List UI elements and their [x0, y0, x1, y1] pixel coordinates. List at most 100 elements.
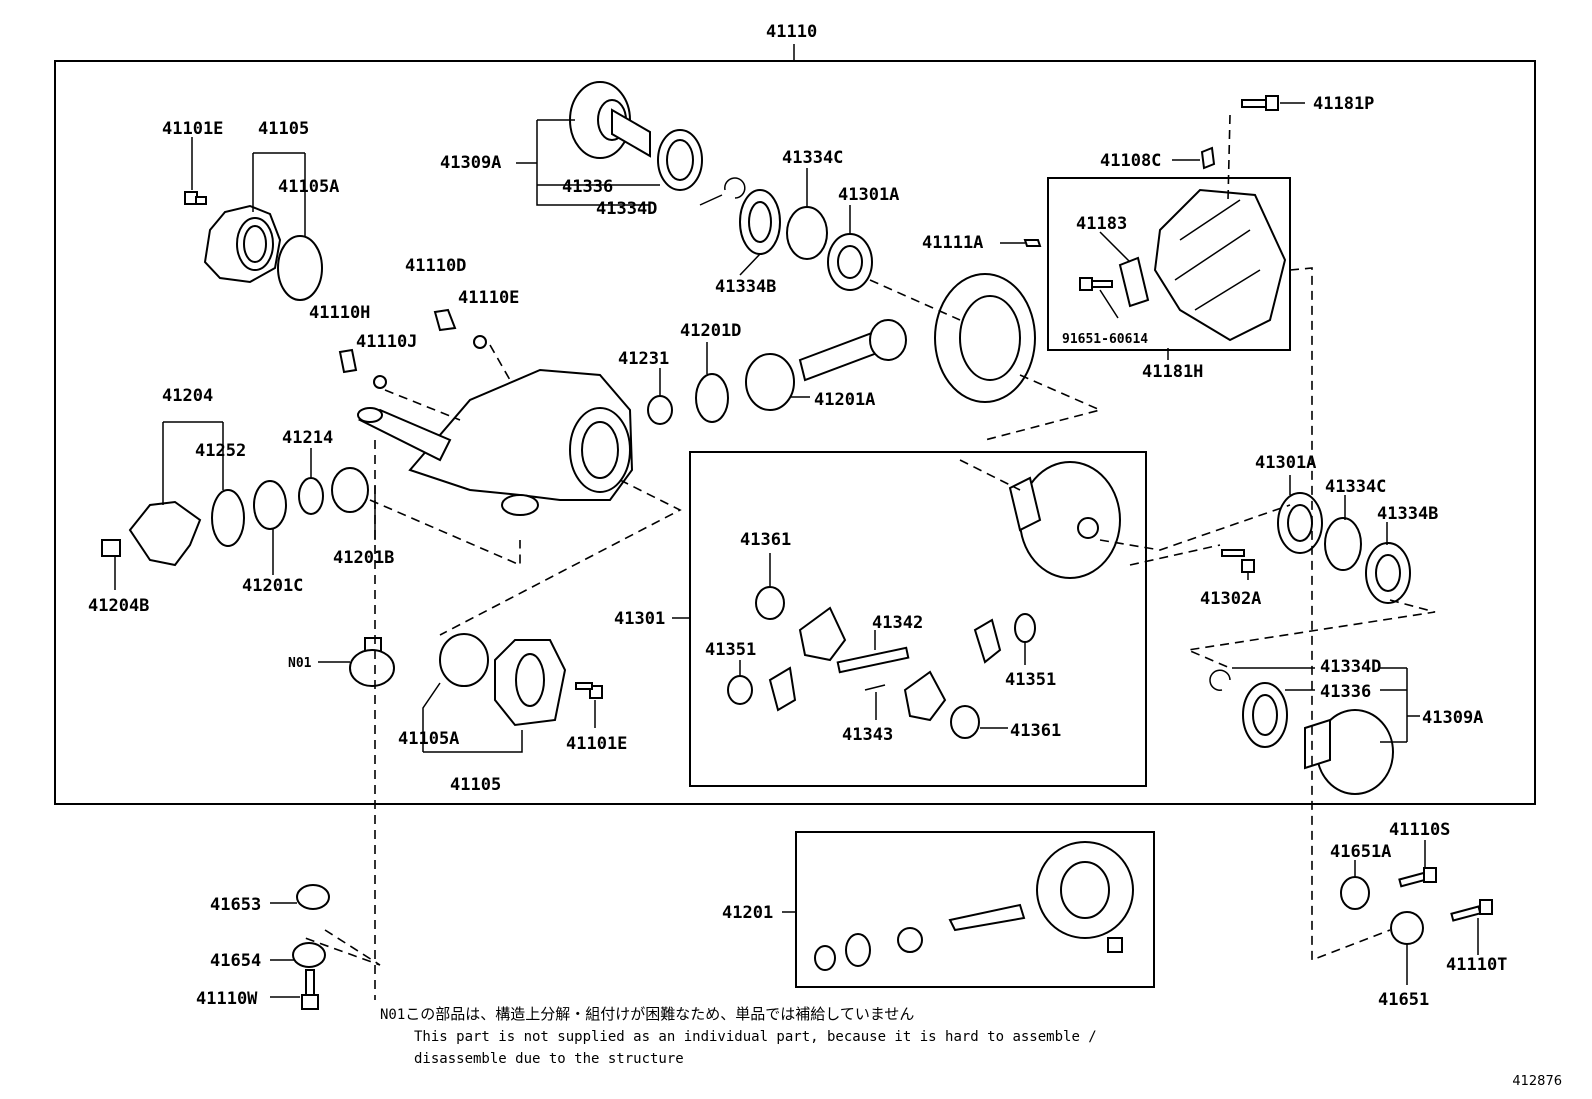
label-41343: 41343	[842, 725, 893, 745]
label-41111a: 41111A	[922, 233, 983, 253]
label-41201b: 41201B	[333, 548, 394, 568]
carrier-housing	[357, 368, 634, 516]
label-41361-bottom: 41361	[1010, 721, 1061, 741]
label-41651a: 41651A	[1330, 842, 1391, 862]
footnote: N01この部品は、構造上分解・組付けが困難なため、単品では補給していません Th…	[380, 1003, 1097, 1070]
label-41302a: 41302A	[1200, 589, 1261, 609]
label-41110d: 41110D	[405, 256, 466, 276]
label-41181h: 41181H	[1142, 362, 1203, 382]
label-41110j: 41110J	[356, 332, 417, 352]
label-41309a-top: 41309A	[440, 153, 501, 173]
nut-41110e	[473, 335, 487, 349]
label-41651: 41651	[1378, 990, 1429, 1010]
label-n01: N01	[288, 656, 312, 671]
label-41183: 41183	[1076, 214, 1127, 234]
cover-subassembly-frame	[1047, 177, 1291, 351]
footnote-japanese: この部品は、構造上分解・組付けが困難なため、単品では補給していません	[405, 1005, 915, 1023]
label-41351-right: 41351	[1005, 670, 1056, 690]
differential-case-frame	[689, 451, 1147, 787]
bolt-41101e-top	[184, 191, 207, 205]
label-41201a: 41201A	[814, 390, 875, 410]
ring-gear	[934, 273, 1036, 403]
label-41231: 41231	[618, 349, 669, 369]
pinion-gear-right	[973, 618, 1002, 664]
footnote-english-1: This part is not supplied as an individu…	[414, 1029, 1097, 1045]
bearing-41201a	[745, 353, 795, 411]
bearing-41201c	[253, 480, 287, 530]
bolt-41110s	[1398, 867, 1437, 888]
label-41361-top: 41361	[740, 530, 791, 550]
label-41101e-bottom: 41101E	[566, 734, 627, 754]
stud-41110h	[338, 348, 358, 374]
pin-41343	[864, 684, 886, 691]
label-41301a-right: 41301A	[1255, 453, 1316, 473]
label-41334d-right: 41334D	[1320, 657, 1381, 677]
label-41204b: 41204B	[88, 596, 149, 616]
bolt-41110w	[301, 969, 319, 1010]
label-41309a-right: 41309A	[1422, 708, 1483, 728]
nut-41204b	[101, 539, 121, 557]
washer-41361-top	[755, 586, 785, 620]
label-41110t: 41110T	[1446, 955, 1507, 975]
diagram-code: 412876	[1512, 1074, 1562, 1089]
bolt-41110t	[1450, 899, 1493, 922]
drive-pinion	[798, 319, 907, 382]
label-41105-bottom: 41105	[450, 775, 501, 795]
washer-41361-bottom	[950, 705, 980, 739]
spacer-41214	[298, 477, 324, 515]
side-gear-bottom	[903, 670, 947, 722]
mount-n01	[349, 637, 395, 687]
label-41201c: 41201C	[242, 576, 303, 596]
differential-case	[1008, 461, 1121, 579]
label-91651-60614: 91651-60614	[1062, 332, 1148, 347]
snap-ring-right	[1209, 669, 1231, 691]
stud-41110d	[433, 308, 457, 332]
label-41108c: 41108C	[1100, 151, 1161, 171]
oil-seal-41252	[211, 489, 245, 547]
differential-cover	[1153, 188, 1287, 342]
bolt-41302a	[1221, 549, 1255, 573]
label-41105a-bottom: 41105A	[398, 729, 459, 749]
label-41110h: 41110H	[309, 303, 370, 323]
label-41342: 41342	[872, 613, 923, 633]
footnote-english-2: disassemble due to the structure	[414, 1051, 684, 1067]
label-41204: 41204	[162, 386, 213, 406]
label-41336-right: 41336	[1320, 682, 1371, 702]
label-41336-top: 41336	[562, 177, 613, 197]
shim-41334c-right	[1324, 517, 1362, 571]
washer-41351-right	[1014, 613, 1036, 643]
bolt-41101e-bottom	[575, 682, 603, 699]
label-41110s: 41110S	[1389, 820, 1450, 840]
label-41654: 41654	[210, 951, 261, 971]
label-41334c-right: 41334C	[1325, 477, 1386, 497]
plug-41111a	[1023, 239, 1042, 247]
bearing-retainer-left	[203, 204, 282, 284]
bearing-41201b	[331, 467, 369, 513]
bearing-retainer-right	[494, 639, 567, 727]
label-41181p: 41181P	[1313, 94, 1374, 114]
cushion-41651a	[1340, 876, 1370, 910]
label-41252: 41252	[195, 441, 246, 461]
plate-41183	[1118, 256, 1150, 308]
washer-41351-left	[727, 675, 753, 705]
label-41334b-right: 41334B	[1377, 504, 1438, 524]
collar-41231	[647, 395, 673, 425]
label-41214: 41214	[282, 428, 333, 448]
spacer-41201d	[695, 373, 729, 423]
label-41105a-top: 41105A	[278, 177, 339, 197]
label-41334d-top: 41334D	[596, 199, 657, 219]
snap-ring-top	[724, 177, 746, 199]
cushion-41651	[1390, 911, 1424, 945]
label-41110e: 41110E	[458, 288, 519, 308]
footnote-ref: N01	[380, 1007, 406, 1023]
flange-shaft-right	[1304, 709, 1394, 795]
bolt-91651	[1079, 277, 1113, 291]
label-41101e-top: 41101E	[162, 119, 223, 139]
label-41653: 41653	[210, 895, 261, 915]
ring-pinion-kit-frame	[795, 831, 1155, 988]
label-41110w: 41110W	[196, 989, 258, 1009]
side-gear-top	[798, 606, 847, 662]
label-41110: 41110	[766, 22, 817, 42]
label-41301a-top: 41301A	[838, 185, 899, 205]
